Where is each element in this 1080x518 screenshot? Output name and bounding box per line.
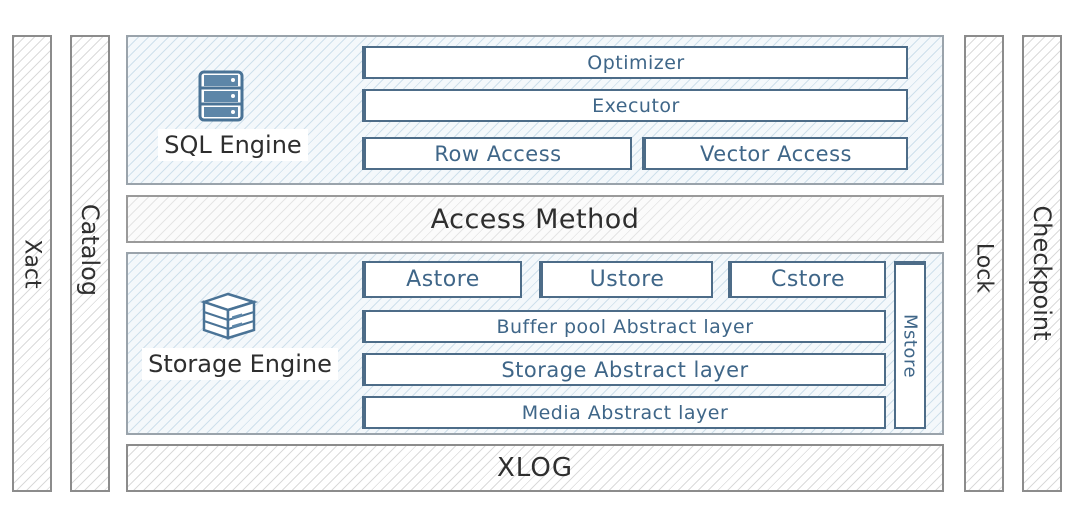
catalog-bar: Catalog bbox=[70, 35, 110, 492]
sql-engine-panel: SQL Engine Optimizer Executor Row Access… bbox=[126, 35, 944, 185]
cstore-module: Cstore bbox=[728, 261, 886, 298]
xlog-label: XLOG bbox=[497, 453, 573, 483]
storage-engine-label: Storage Engine bbox=[142, 348, 338, 380]
checkpoint-bar: Checkpoint bbox=[1022, 35, 1062, 492]
executor-module: Executor bbox=[362, 89, 908, 122]
row-access-module: Row Access bbox=[362, 137, 632, 170]
access-method-band: Access Method bbox=[126, 195, 944, 243]
lock-bar: Lock bbox=[964, 35, 1004, 492]
access-method-label: Access Method bbox=[430, 203, 640, 235]
catalog-label: Catalog bbox=[76, 203, 104, 296]
database-icon bbox=[198, 70, 244, 122]
buffer-pool-layer: Buffer pool Abstract layer bbox=[362, 310, 886, 343]
mstore-module: Mstore bbox=[894, 261, 926, 429]
astore-module: Astore bbox=[362, 261, 522, 298]
storage-abstract-layer: Storage Abstract layer bbox=[362, 353, 886, 386]
sql-engine-label: SQL Engine bbox=[158, 129, 308, 161]
mstore-label: Mstore bbox=[899, 313, 921, 379]
checkpoint-label: Checkpoint bbox=[1028, 205, 1056, 341]
ustore-module: Ustore bbox=[539, 261, 713, 298]
xact-bar: Xact bbox=[12, 35, 52, 492]
media-abstract-layer: Media Abstract layer bbox=[362, 396, 886, 429]
storage-engine-panel: Storage Engine Astore Ustore Cstore Buff… bbox=[126, 252, 944, 435]
lock-label: Lock bbox=[971, 242, 997, 294]
xact-label: Xact bbox=[19, 238, 45, 289]
vector-access-module: Vector Access bbox=[642, 137, 908, 170]
xlog-bar: XLOG bbox=[126, 444, 944, 492]
optimizer-module: Optimizer bbox=[362, 46, 908, 79]
server-icon bbox=[200, 292, 259, 340]
